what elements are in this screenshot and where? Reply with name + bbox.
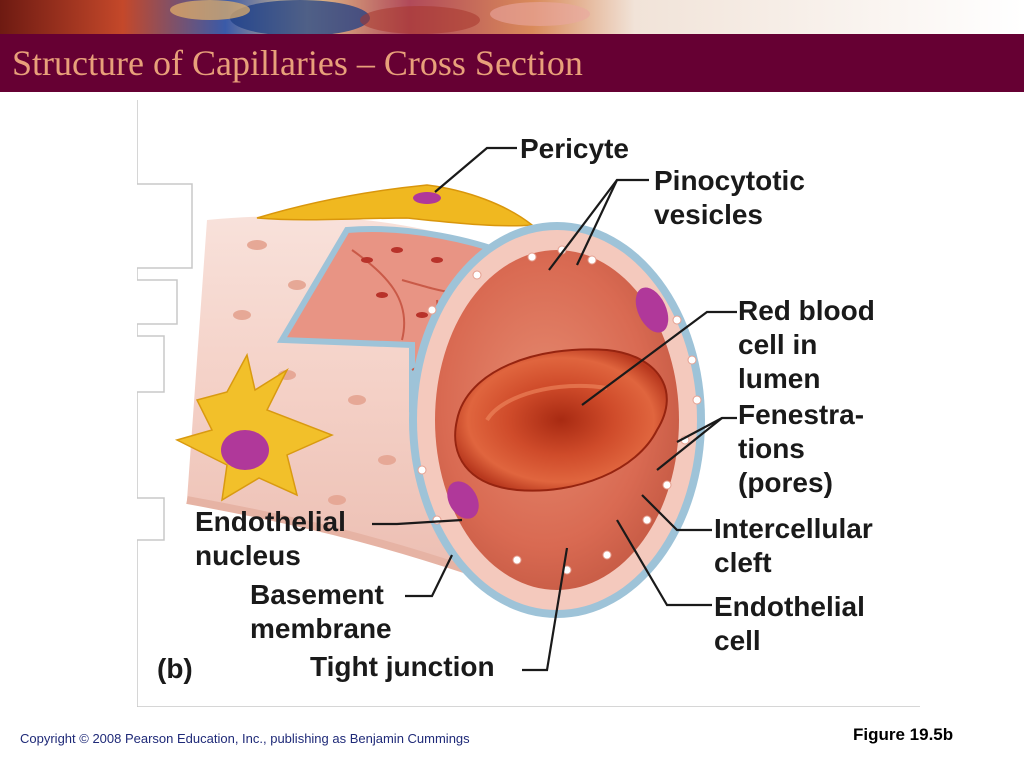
panel-label: (b) bbox=[157, 653, 193, 684]
label-endothelial-nucleus: Endothelial nucleus bbox=[195, 506, 346, 571]
copyright-notice: Copyright © 2008 Pearson Education, Inc.… bbox=[20, 731, 470, 746]
slide-title: Structure of Capillaries – Cross Section bbox=[12, 43, 583, 83]
label-tight-junction: Tight junction bbox=[310, 651, 495, 682]
red-blood-cell bbox=[454, 348, 668, 492]
figure-reference: Figure 19.5b bbox=[853, 725, 954, 744]
label-intercellular-cleft: Intercellular cleft bbox=[714, 513, 873, 578]
stellate-pericyte bbox=[174, 352, 334, 502]
title-bar bbox=[0, 34, 1024, 92]
label-red-blood-cell: Red blood cell in lumen bbox=[738, 295, 875, 394]
figure-frame-border bbox=[137, 100, 920, 707]
pericyte-cell bbox=[256, 184, 534, 227]
decorative-banner bbox=[0, 0, 1024, 34]
label-endothelial-cell: Endothelial cell bbox=[714, 591, 865, 656]
label-pericyte: Pericyte bbox=[520, 133, 629, 164]
label-fenestrations: Fenestra- tions (pores) bbox=[738, 399, 865, 498]
capillary-cross-section-diagram bbox=[137, 100, 920, 707]
label-basement-membrane: Basement membrane bbox=[250, 579, 392, 644]
label-pinocytotic-vesicles: Pinocytotic vesicles bbox=[654, 165, 805, 230]
leader-lines bbox=[372, 146, 737, 672]
